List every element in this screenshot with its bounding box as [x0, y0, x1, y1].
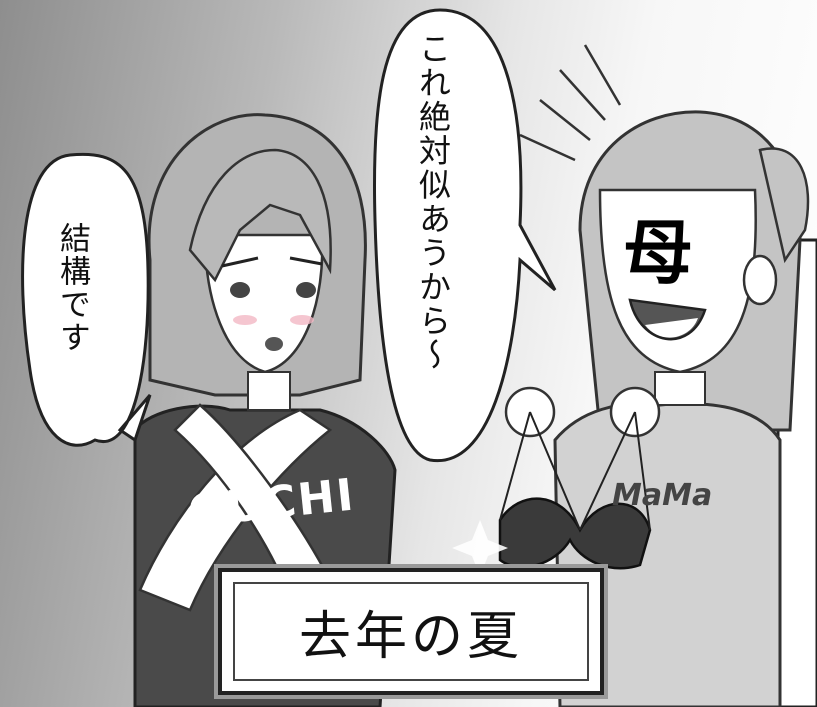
face-mask-label: 母	[623, 211, 693, 294]
left-girl-blush	[233, 315, 257, 325]
right-woman-ponytail	[758, 147, 810, 264]
caption-text: 去年の夏	[298, 607, 523, 667]
shirt-logo-right: MaMa	[612, 478, 713, 513]
left-girl-arm	[138, 408, 333, 612]
caption-inner-frame: 去年の夏	[233, 582, 589, 681]
face-mask-block	[610, 206, 706, 288]
speech-bubble-left	[21, 152, 152, 447]
right-woman-neck	[654, 371, 706, 406]
left-girl-eye-left	[230, 282, 250, 298]
right-woman-teeth	[645, 318, 698, 338]
caption-box: 去年の夏	[218, 568, 604, 695]
right-woman-ear	[742, 254, 778, 306]
sparkle	[452, 520, 508, 576]
speech-bubble-right	[372, 8, 557, 463]
emphasis-lines	[519, 44, 622, 162]
left-girl-mouth	[265, 337, 283, 351]
left-girl-blush	[290, 315, 314, 325]
left-girl-bangs	[188, 148, 332, 283]
left-girl-arm	[173, 403, 337, 612]
speech-text-left: 結構です	[54, 222, 90, 354]
left-girl-neck	[247, 371, 291, 411]
left-girl-eye-right	[296, 282, 316, 298]
left-girl-brows	[221, 256, 323, 268]
bra-straps	[499, 411, 651, 531]
speech-text-right: これ絶対似あうから〜	[414, 32, 452, 372]
